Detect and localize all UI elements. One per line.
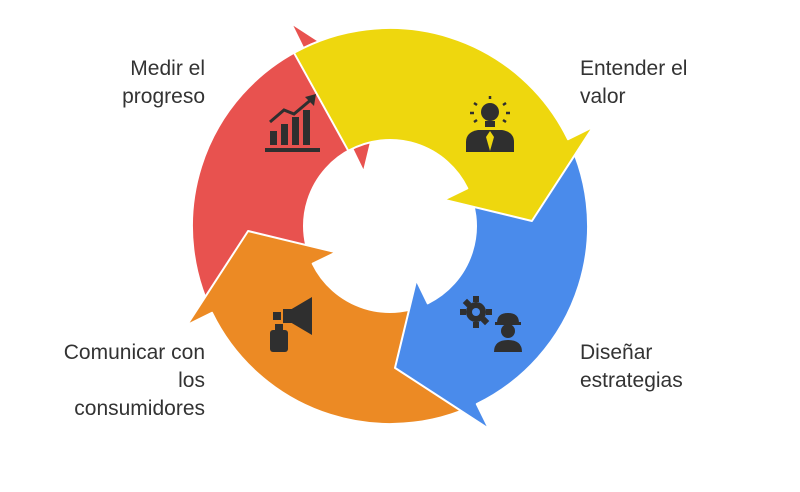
label-entender-line-1: Entender el [580, 57, 688, 80]
label-comunicar-con-los-consumidores: Comunicar con los consumidores [10, 339, 205, 423]
label-comunicar-line-3: consumidores [74, 397, 205, 420]
label-medir-line-2: progreso [122, 85, 205, 108]
label-disenar-estrategias: Diseñar estrategias [580, 339, 760, 395]
label-medir-line-1: Medir el [130, 57, 205, 80]
label-entender-el-valor: Entender el valor [580, 55, 760, 111]
label-entender-line-2: valor [580, 85, 626, 108]
label-disenar-line-1: Diseñar [580, 341, 653, 364]
label-comunicar-line-2: los [178, 369, 205, 392]
label-medir-el-progreso: Medir el progreso [40, 55, 205, 111]
label-disenar-line-2: estrategias [580, 369, 683, 392]
lightbulb-person-icon [466, 96, 514, 152]
cycle-segments [185, 21, 595, 431]
growth-chart-icon [265, 94, 320, 152]
gear-worker-icon [460, 296, 522, 352]
label-comunicar-line-1: Comunicar con [63, 341, 205, 364]
cycle-arrow-entender [293, 26, 595, 222]
megaphone-icon [270, 297, 312, 352]
